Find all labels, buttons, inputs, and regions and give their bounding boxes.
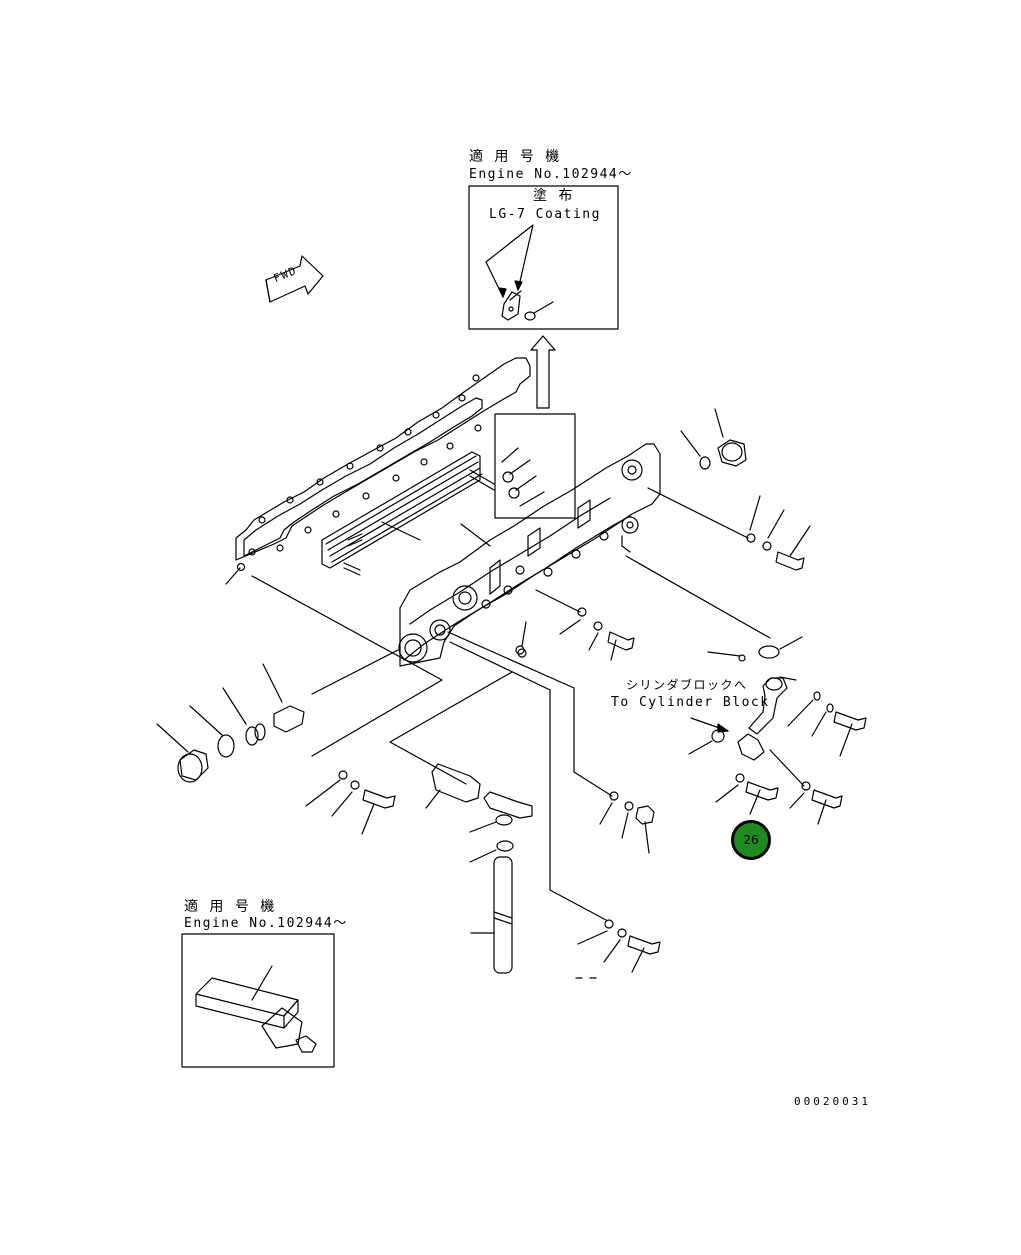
assembly-lines <box>225 487 805 921</box>
coating-jp-label: 塗 布 <box>533 188 574 204</box>
upper-inset-detail <box>468 185 619 330</box>
oil-cooler-housing <box>398 443 661 667</box>
oil-pressure-switch <box>425 763 533 863</box>
bolt-set-lower-right <box>715 773 843 825</box>
lower-inset-detail <box>181 933 335 1068</box>
oil-cooler-element <box>321 451 495 576</box>
coating-en-label: LG-7 Coating <box>489 207 601 222</box>
up-arrow <box>530 335 556 409</box>
upper-serial-label: 適 用 号 機 <box>469 149 561 165</box>
middle-inset-box <box>494 413 576 519</box>
callout-26[interactable]: 26 <box>731 820 771 860</box>
oil-cooler-gasket <box>235 357 531 572</box>
bolt-set-lower-left <box>305 770 396 835</box>
to-block-en-label: To Cylinder Block <box>611 695 770 710</box>
oil-pipe <box>470 856 513 974</box>
upper-engine-no-label: Engine No.102944〜 <box>469 167 633 182</box>
fwd-arrow-icon <box>265 255 324 303</box>
elbow-pipe-assembly <box>688 636 867 761</box>
bolt-set-right-upper <box>746 495 811 571</box>
regulator-valve-set <box>156 649 399 783</box>
bolt-set-lower-middle <box>575 791 661 979</box>
lower-serial-label: 適 用 号 機 <box>184 899 276 915</box>
drawing-number: 00020031 <box>794 1095 871 1108</box>
bolt-set-middle <box>517 607 635 661</box>
plug-upper-right <box>680 408 747 470</box>
to-block-jp-label: シリンダブロックへ <box>626 678 748 692</box>
lower-engine-no-label: Engine No.102944〜 <box>184 916 348 931</box>
